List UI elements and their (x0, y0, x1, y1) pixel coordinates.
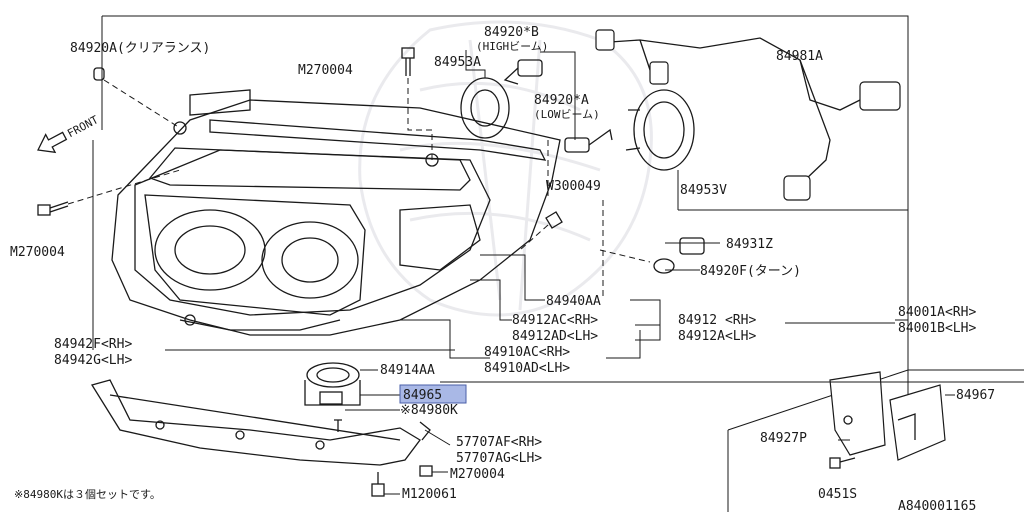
label-84001B[interactable]: 84001B<LH> (898, 321, 976, 336)
label-84912A[interactable]: 84912A<LH> (678, 329, 756, 344)
label-84920A-clearance[interactable]: 84920A(クリアランス) (70, 41, 210, 56)
label-m270004-left[interactable]: M270004 (10, 245, 65, 260)
label-84931Z[interactable]: 84931Z (726, 237, 773, 252)
high-beam-bulb-84920B (503, 59, 543, 85)
socket-84953A (460, 77, 510, 139)
frame-lines (92, 15, 1024, 512)
clip-w300049 (545, 211, 563, 229)
highlight-84965 (399, 384, 467, 404)
label-84912[interactable]: 84912 <RH> (678, 313, 756, 328)
label-84953A[interactable]: 84953A (434, 55, 481, 70)
label-84920B-high: (HIGHビーム) (476, 40, 548, 53)
label-57707AG[interactable]: 57707AG<LH> (456, 451, 542, 466)
label-84942F[interactable]: 84942F<RH> (54, 337, 132, 352)
label-w300049[interactable]: W300049 (546, 179, 601, 194)
label-84920F-turn[interactable]: 84920F(ターン) (700, 264, 801, 279)
label-m270004-bottom[interactable]: M270004 (450, 467, 505, 482)
footnote: ※84980Kは３個セットです。 (14, 488, 161, 501)
label-84912AC[interactable]: 84912AC<RH> (512, 313, 598, 328)
label-84914AA[interactable]: 84914AA (380, 363, 435, 378)
label-84967[interactable]: 84967 (956, 388, 995, 403)
bracket-84927P (829, 371, 886, 456)
wiring-harness-84981A (595, 29, 901, 201)
control-unit-84967 (889, 384, 946, 461)
label-84953V[interactable]: 84953V (680, 183, 727, 198)
leveling-actuator-84965 (304, 362, 361, 432)
front-arrow-label: FRONT (65, 113, 101, 140)
headlamp-assembly-illustration (111, 89, 561, 336)
screw-m270004-left (37, 201, 69, 216)
label-84910AD[interactable]: 84910AD<LH> (484, 361, 570, 376)
turn-bulb-84920F (653, 258, 675, 274)
label-84981A[interactable]: 84981A (776, 49, 823, 64)
label-84920B[interactable]: 84920*B (484, 25, 539, 40)
bracket-57707AF (90, 379, 431, 466)
screw-m270004-bottom (419, 465, 433, 477)
leader-lines (165, 242, 1024, 495)
turn-socket-84931Z (679, 237, 705, 255)
label-84910AC[interactable]: 84910AC<RH> (484, 345, 570, 360)
label-57707AF[interactable]: 57707AF<RH> (456, 435, 542, 450)
label-84942G[interactable]: 84942G<LH> (54, 353, 132, 368)
label-m120061[interactable]: M120061 (402, 487, 457, 502)
clearance-bulb-84920A (93, 67, 105, 81)
socket-84953V (625, 89, 695, 171)
figure-code: A840001165 (898, 499, 976, 512)
front-arrow: FRONT (37, 113, 101, 154)
low-beam-bulb-84920A (564, 128, 613, 153)
screw-m270004-top (401, 47, 415, 76)
label-84965[interactable]: 84965 (403, 388, 442, 403)
label-0451S[interactable]: 0451S (818, 487, 857, 502)
label-84940AA[interactable]: 84940AA (546, 294, 601, 309)
label-84912AD[interactable]: 84912AD<LH> (512, 329, 598, 344)
label-84927P[interactable]: 84927P (760, 431, 807, 446)
label-84001A[interactable]: 84001A<RH> (898, 305, 976, 320)
screw-0451S (829, 457, 856, 469)
label-84920A-low-note: (LOWビーム) (534, 108, 600, 121)
label-84920A-low[interactable]: 84920*A (534, 93, 589, 108)
label-84980K[interactable]: ※84980K (400, 403, 458, 418)
label-m270004-top[interactable]: M270004 (298, 63, 353, 78)
bolt-m120061 (371, 472, 385, 497)
watermark-emblem (358, 20, 653, 317)
